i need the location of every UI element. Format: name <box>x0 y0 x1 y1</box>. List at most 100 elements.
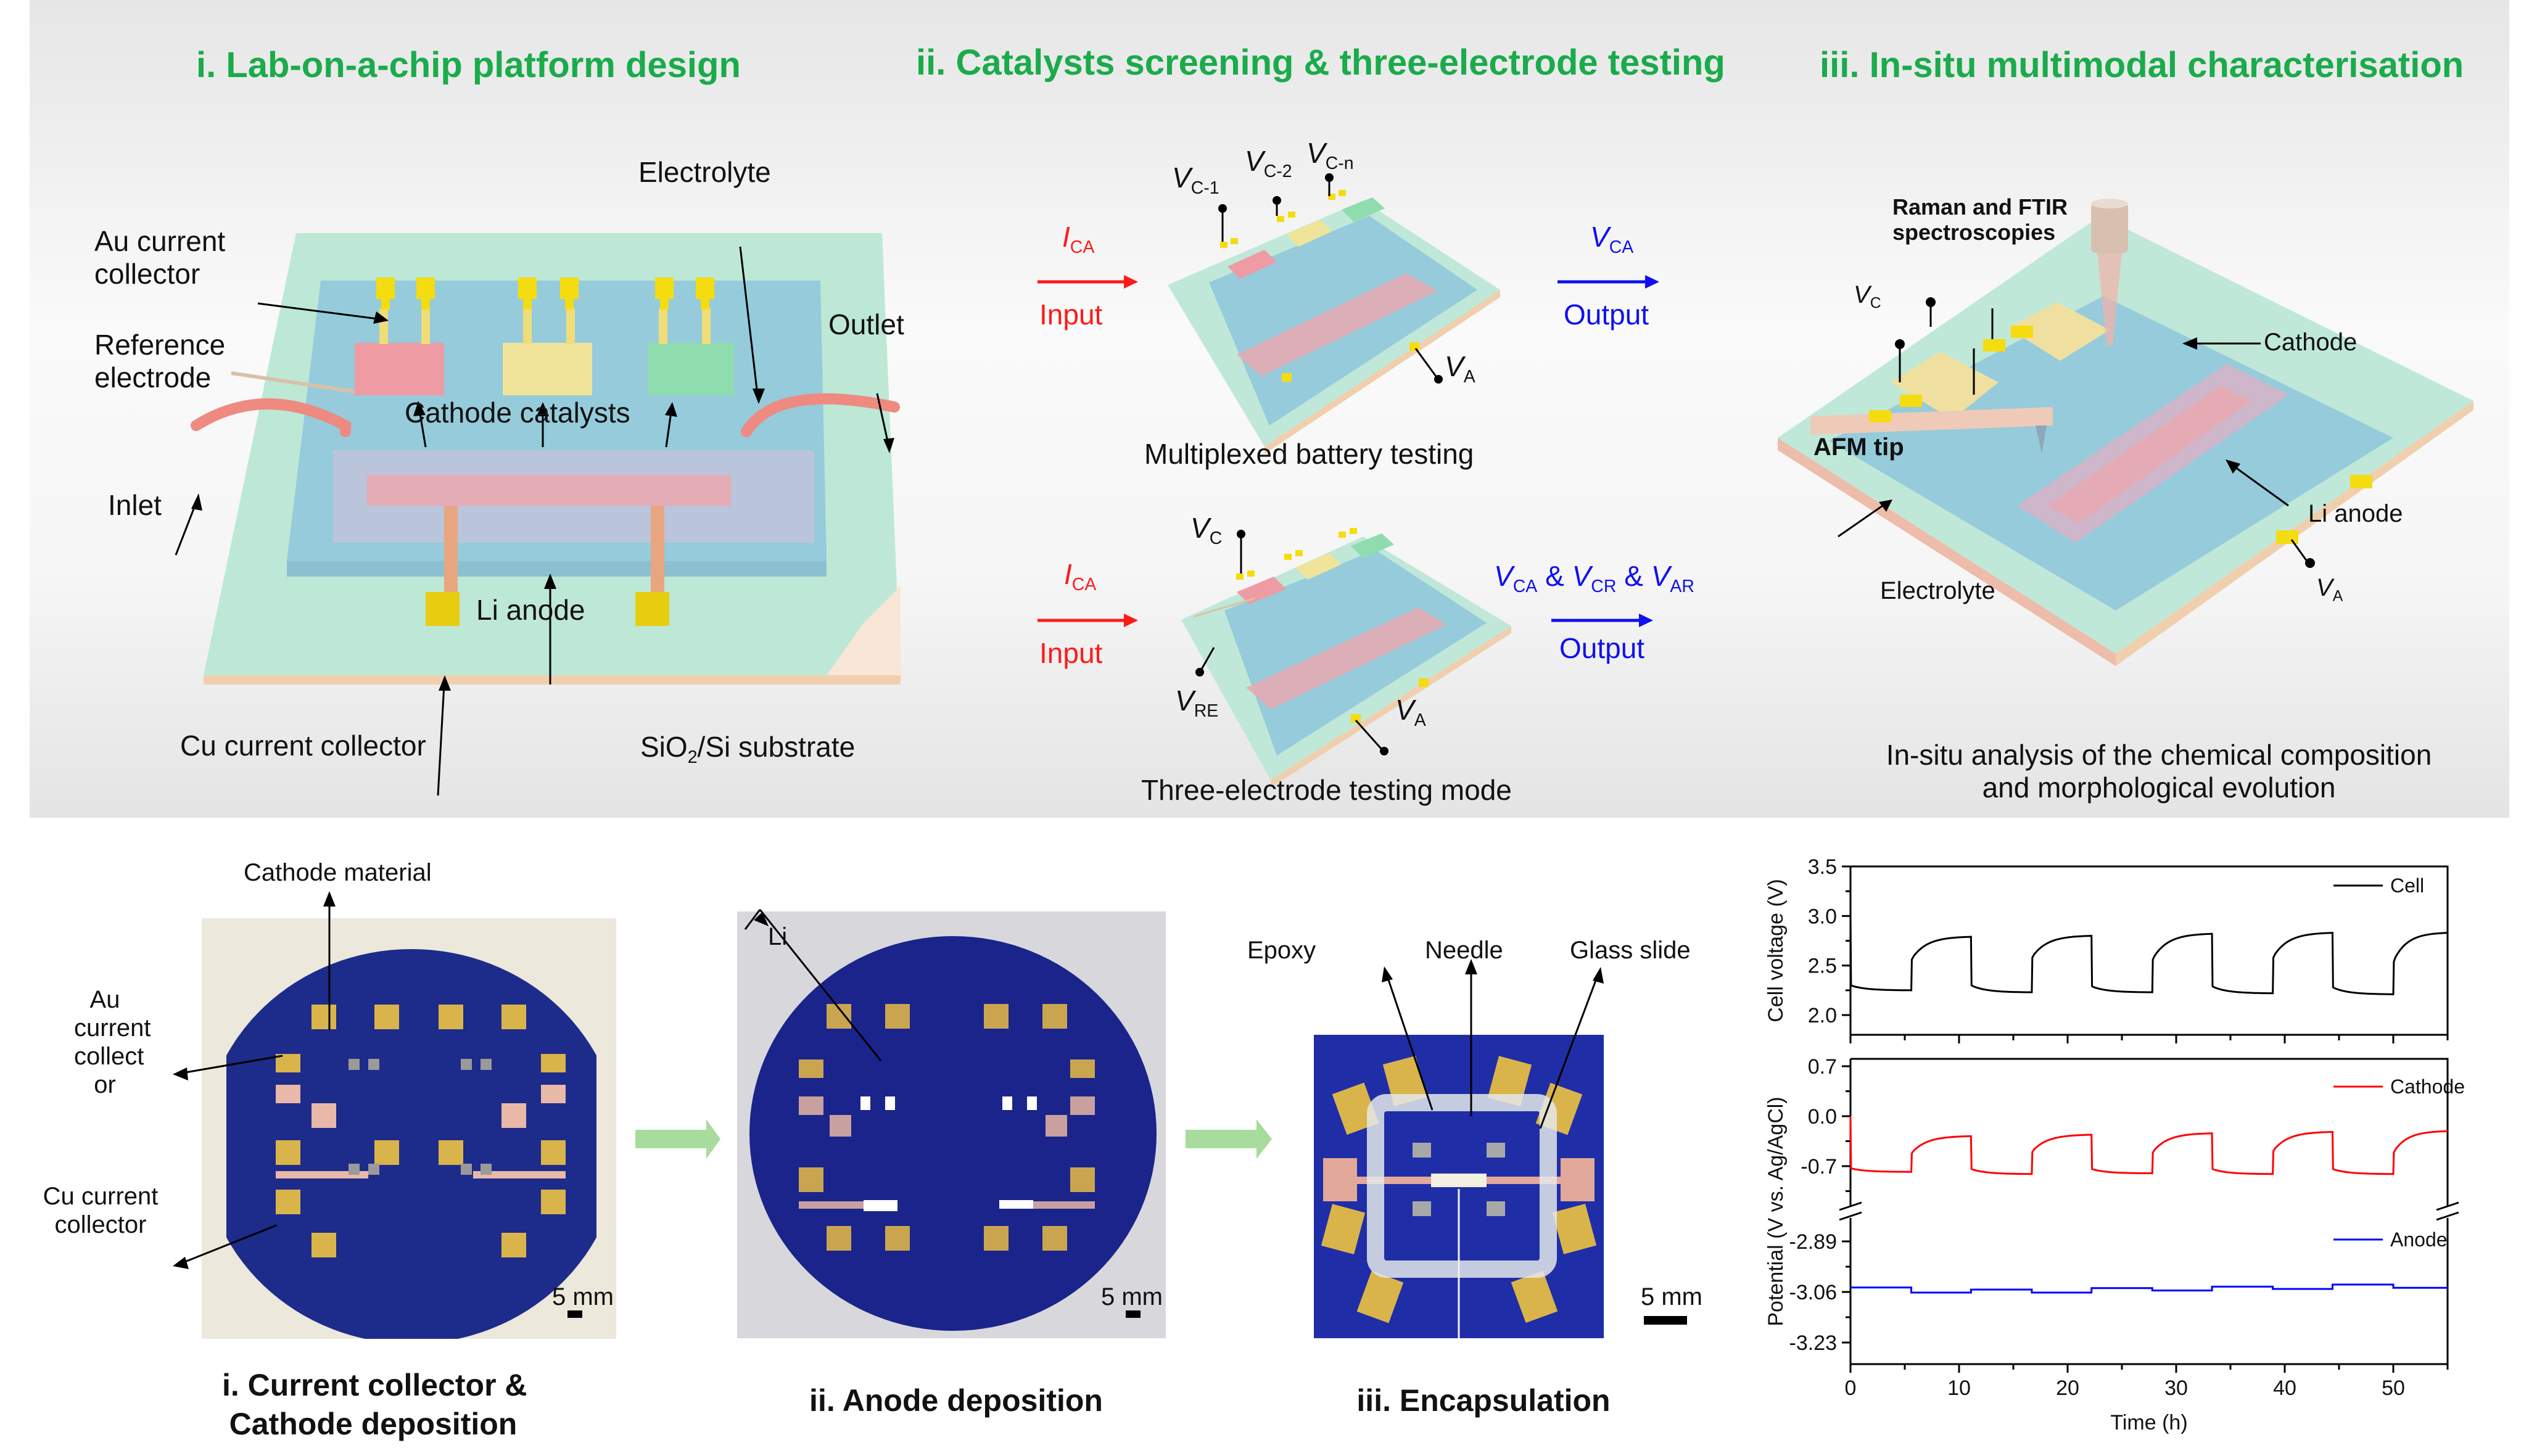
scale-label-step1: 5 mm <box>552 1283 614 1310</box>
insitu-cathode-pad <box>1891 352 1999 419</box>
subscript: CR <box>1591 576 1617 596</box>
label-cathode-material: Cathode material <box>244 859 432 886</box>
epoxy-frame <box>1367 1094 1557 1278</box>
label-li: Li <box>768 923 788 950</box>
x-tick-label: 30 <box>2164 1376 2188 1400</box>
label-line: Au current <box>94 225 226 257</box>
subscript: CA <box>1609 237 1634 257</box>
label-electrolyte-insitu: Electrolyte <box>1880 577 1995 604</box>
label-vc-insitu: VC <box>1854 281 1881 313</box>
chart-frame-potential <box>1849 1058 2449 1365</box>
scale-bar-step2 <box>1126 1310 1141 1318</box>
series-line-cell <box>1849 916 2448 995</box>
subscript: C-1 <box>1190 178 1219 198</box>
subscript: C-2 <box>1263 161 1292 181</box>
y-tick-label-cell: 2.5 <box>1808 955 1837 978</box>
x-tick-label: 40 <box>2273 1376 2296 1400</box>
caption-step3: iii. Encapsulation <box>1356 1383 1611 1418</box>
symbol: V <box>2316 574 2333 601</box>
subscript: CA <box>1071 574 1097 594</box>
section-title-platform-design: i. Lab-on-a-chip platform design <box>196 45 741 85</box>
x-axis-title: Time (h) <box>2110 1411 2187 1434</box>
symbol: V <box>1395 694 1414 726</box>
label-output-multiplexed: Output <box>1564 298 1649 331</box>
label-vcn: VC-n <box>1306 137 1354 174</box>
li-anode-photo <box>1431 1174 1487 1187</box>
cathode-pad-red <box>355 343 444 395</box>
label-outlet: Outlet <box>828 308 904 340</box>
legend-label-cathode: Cathode <box>2390 1076 2465 1098</box>
x-tick-label: 0 <box>1845 1376 1857 1400</box>
scale-label-step3: 5 mm <box>1641 1283 1702 1310</box>
label-line: collector <box>54 1211 147 1238</box>
step-arrow-1-to-2 <box>635 1119 720 1159</box>
label-vc2: VC-2 <box>1245 145 1292 182</box>
label-line: spectroscopies <box>1892 220 2056 245</box>
caption-step1: i. Current collector & Cathode depositio… <box>222 1366 527 1443</box>
label-va-three-electrode: VA <box>1395 694 1426 731</box>
label-line: collect <box>74 1043 144 1070</box>
label-line: Cu current <box>43 1183 159 1210</box>
label-au-current-collector: Au current collector <box>94 225 225 290</box>
y-tick-label-potential: 0.0 <box>1808 1105 1837 1129</box>
symbol: V <box>1190 512 1210 544</box>
label-substrate-sub: 2 <box>687 747 698 767</box>
legend-label-cell: Cell <box>2390 874 2424 897</box>
label-line: collector <box>94 257 200 290</box>
li-deposit <box>860 1096 870 1110</box>
y-tick-label-potential: -3.06 <box>1789 1281 1838 1304</box>
label-cu-current-collector-photo: Cu current collector <box>30 1182 171 1239</box>
y-tick-label-cell: 3.5 <box>1808 855 1837 879</box>
subscript: A <box>1463 366 1475 387</box>
caption-line: In-situ analysis of the chemical composi… <box>1886 739 2432 771</box>
symbol: V <box>1651 560 1670 592</box>
scale-label-step2: 5 mm <box>1101 1283 1163 1310</box>
subscript: RE <box>1194 701 1219 721</box>
cu-contact-right <box>635 592 669 626</box>
y-tick-label-potential: 0.7 <box>1808 1055 1837 1079</box>
cu-contact-left <box>426 592 460 626</box>
subscript: AR <box>1670 576 1694 596</box>
legend-label-anode: Anode <box>2390 1228 2448 1251</box>
symbol: I <box>1064 558 1072 590</box>
cathode-pad-green <box>648 343 734 395</box>
wafer-drawing <box>202 918 616 1339</box>
symbol: V <box>1175 685 1194 717</box>
step1-annotations <box>173 891 582 1318</box>
chip-schematic-large <box>175 233 901 796</box>
label-needle: Needle <box>1425 937 1503 964</box>
label-vre: VRE <box>1175 685 1218 722</box>
caption-line: Cathode deposition <box>229 1406 518 1441</box>
label-va-insitu: VA <box>2316 574 2343 606</box>
caption-line: and morphological evolution <box>1982 771 2336 804</box>
caption-insitu-analysis: In-situ analysis of the chemical composi… <box>1820 739 2498 804</box>
symbol: V <box>1445 350 1464 382</box>
y-axis-title-cell: Cell voltage (V) <box>1764 879 1788 1022</box>
label-substrate: SiO2/Si substrate <box>640 731 855 768</box>
label-input-multiplexed: Input <box>1039 298 1103 331</box>
ampersand: & <box>1624 560 1643 592</box>
label-glass-slide: Glass slide <box>1570 937 1691 964</box>
label-line: or <box>94 1071 116 1098</box>
subscript: CA <box>1070 237 1095 257</box>
subscript: CA <box>1512 576 1538 596</box>
chip-schematic-insitu <box>1778 199 2473 666</box>
ampersand: & <box>1545 560 1564 592</box>
axis-break-right <box>2436 1201 2459 1221</box>
label-line: Au <box>89 986 120 1013</box>
x-tick-label: 20 <box>2056 1376 2079 1400</box>
series-line-anode <box>1850 1283 2448 1294</box>
li-anode-strip <box>367 475 731 506</box>
label-vc-three-electrode: VC <box>1190 512 1222 549</box>
label-output-voltages-three-electrode: VCA & VCR & VAR <box>1494 560 1694 597</box>
reference-electrode-wire <box>231 371 355 393</box>
section-title-catalyst-screening: ii. Catalysts screening & three-electrod… <box>916 43 1725 83</box>
label-cu-current-collector: Cu current collector <box>180 730 426 762</box>
label-va-multiplexed: VA <box>1445 350 1475 387</box>
label-reference-electrode: Reference electrode <box>94 329 225 394</box>
label-epoxy: Epoxy <box>1247 937 1316 964</box>
y-axis-title-potential: Potential (V vs. Ag/AgCl) <box>1764 1096 1788 1326</box>
label-inlet: Inlet <box>108 489 162 521</box>
